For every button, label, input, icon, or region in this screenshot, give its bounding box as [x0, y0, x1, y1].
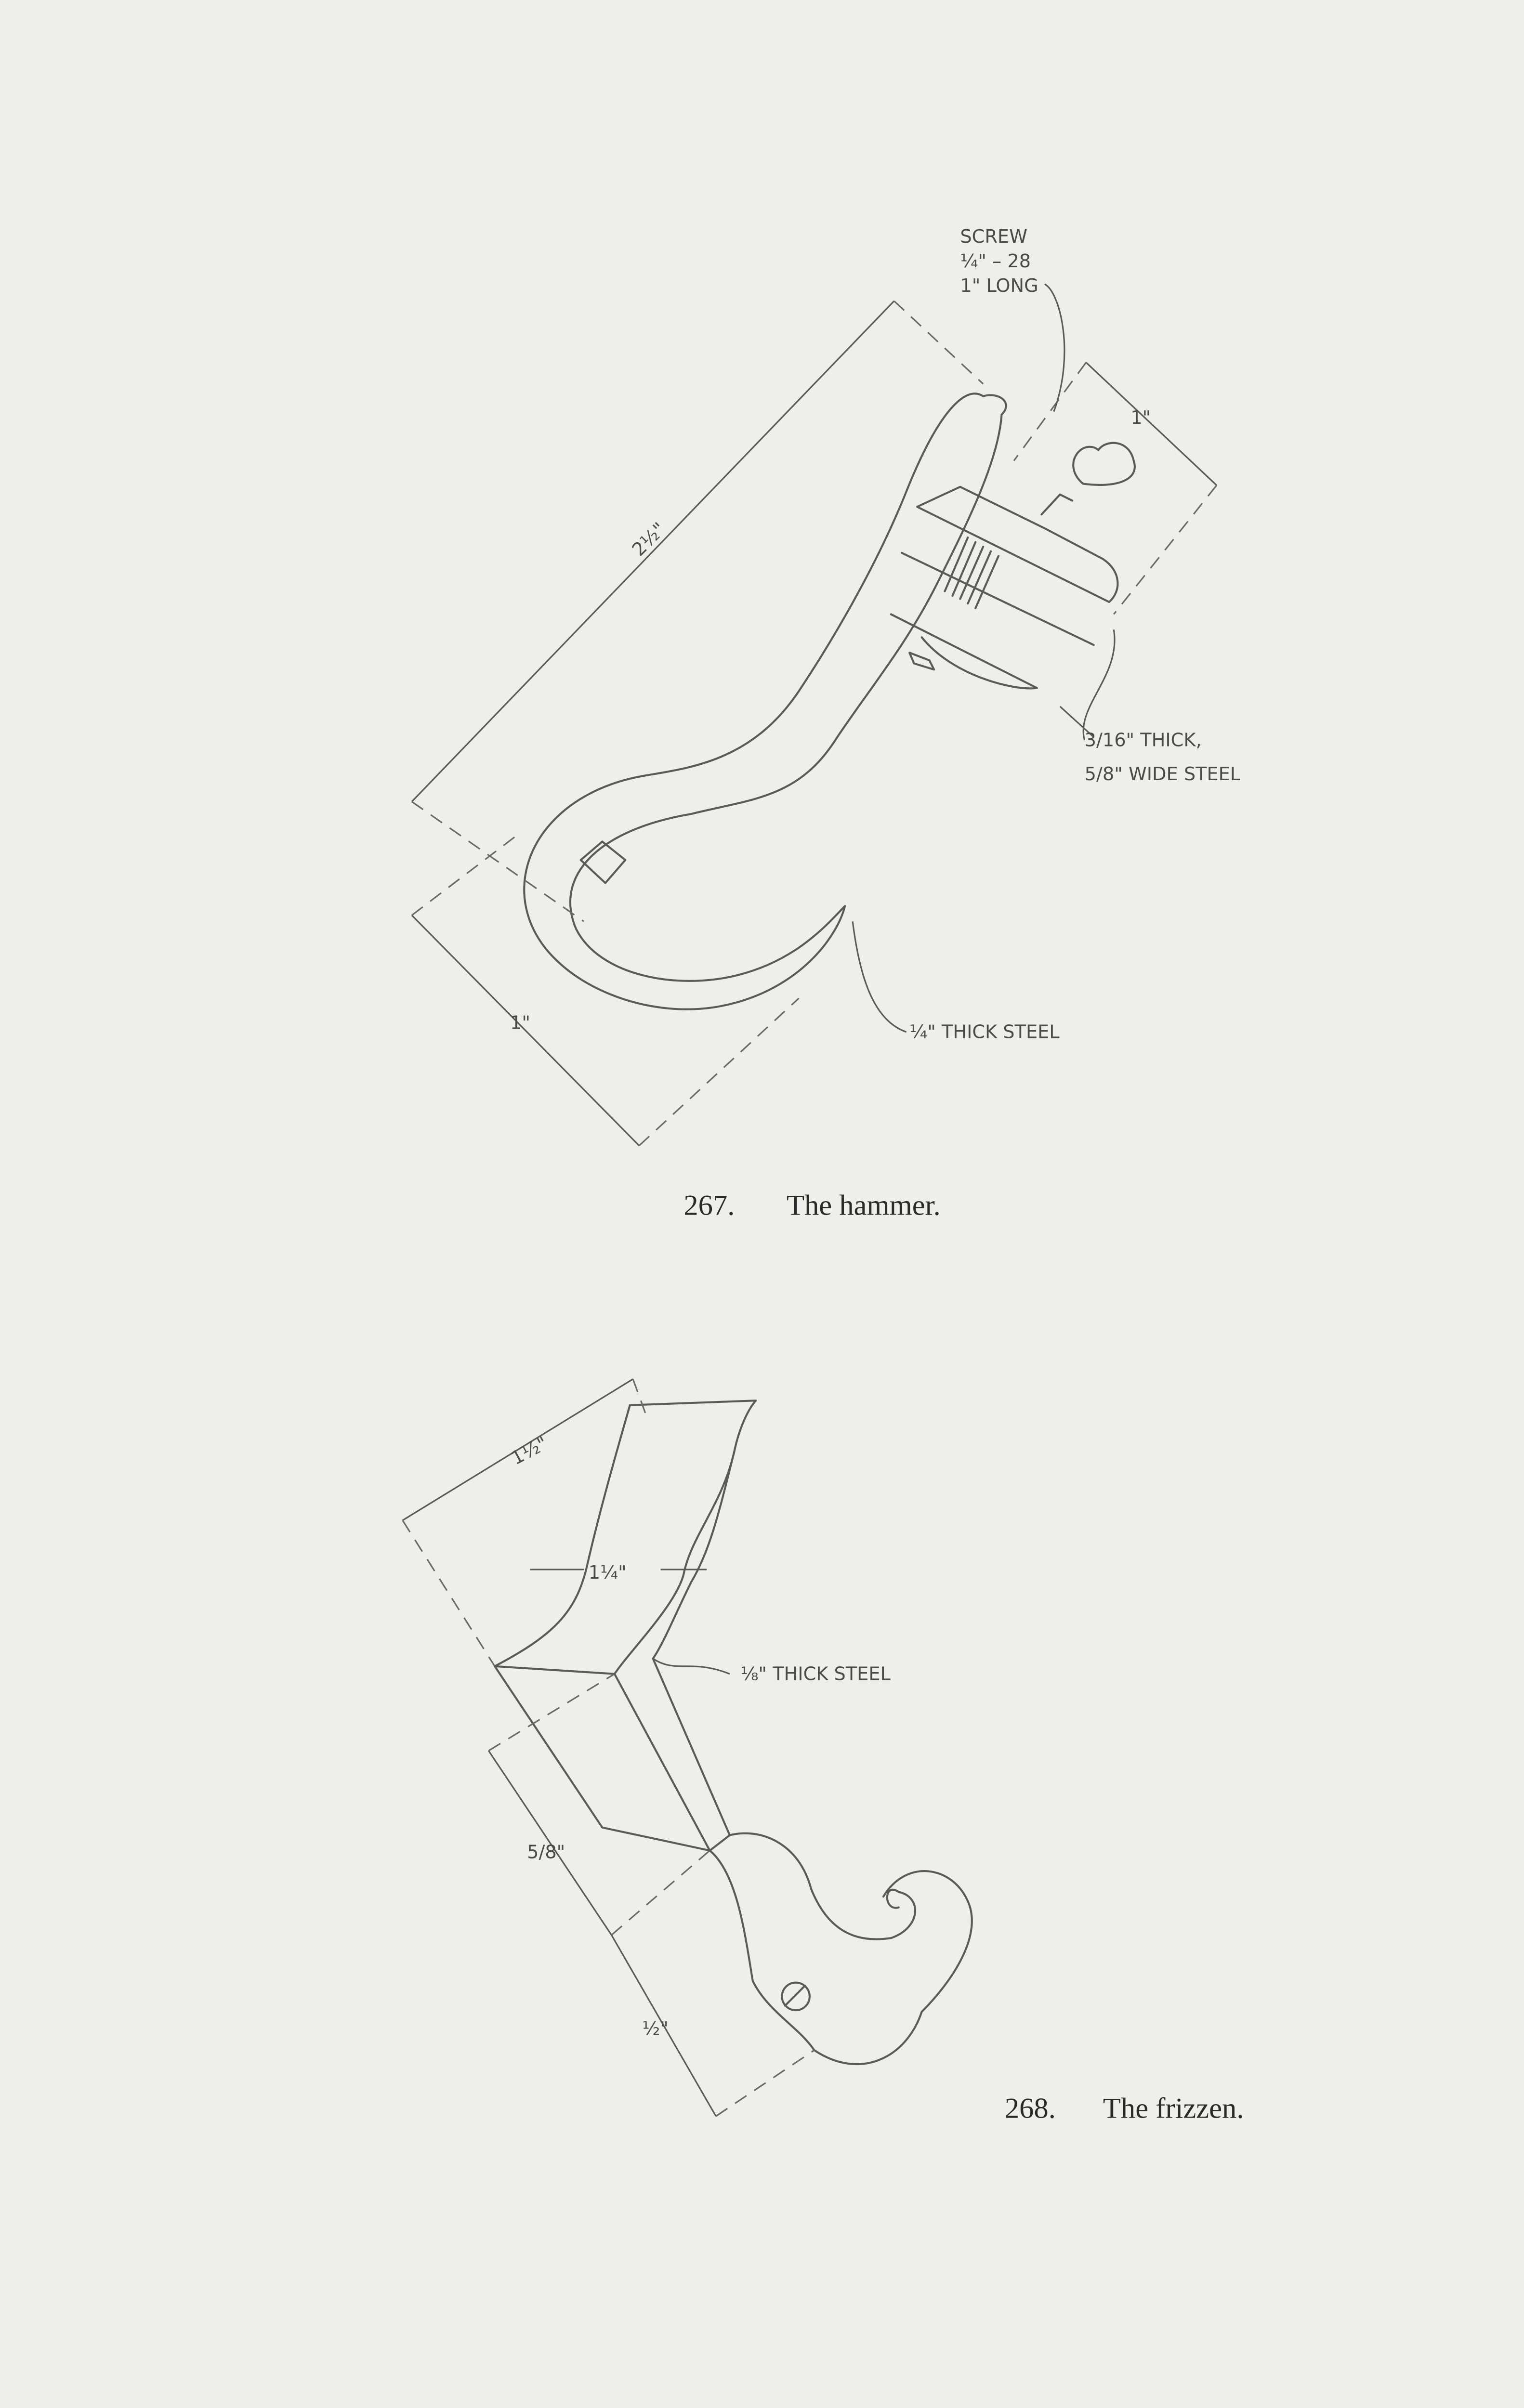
figure-number: 267. — [683, 1189, 735, 1221]
square-hole — [579, 840, 627, 884]
screw-label: SCREW — [960, 226, 1027, 248]
frizzen-dimensions — [402, 1378, 815, 2117]
screw-length-label: 1" LONG — [960, 275, 1038, 297]
figure-267-caption: 267. The hammer. — [683, 1189, 940, 1221]
hammer-drawing — [523, 393, 1136, 1010]
screw-tip — [908, 652, 935, 671]
jaw-thickness-label: 3/16" THICK, — [1085, 730, 1202, 751]
pivot-screw — [781, 1981, 811, 2012]
frizzen-lower-dimension-2: ½" — [642, 2018, 669, 2040]
hammer-body — [523, 393, 1003, 1010]
frizzen-material-label: ⅛" THICK STEEL — [740, 1663, 891, 1685]
frizzen-width-dimension: 1¼" — [589, 1562, 627, 1584]
frizzen-height-dimension: 1½" — [508, 1432, 552, 1469]
figure-number: 268. — [1005, 2092, 1056, 2124]
hammer-material-label: ¼" THICK STEEL — [909, 1021, 1060, 1043]
hammer-lower-dimension: 1" — [510, 1012, 530, 1034]
jaw-width-label: 5/8" WIDE STEEL — [1085, 763, 1241, 785]
thumb-screw-head — [1040, 442, 1136, 516]
hammer-jaw — [890, 485, 1119, 690]
hammer-jaw-dimension: 1" — [1130, 407, 1151, 429]
screw-thread — [944, 536, 1000, 609]
frizzen-drawing — [494, 1400, 973, 2066]
figure-caption: The frizzen. — [1103, 2092, 1244, 2124]
hammer-length-dimension: 2½" — [628, 518, 670, 561]
frizzen-spring-arm — [709, 1832, 973, 2066]
frizzen-lower-dimension-1: 5/8" — [527, 1841, 565, 1863]
frizzen-face — [494, 1400, 757, 1675]
hammer-dimensions — [411, 283, 1218, 1146]
figure-caption: The hammer. — [787, 1189, 941, 1221]
screw-spec-label: ¼" – 28 — [960, 250, 1031, 272]
figure-268-caption: 268. The frizzen. — [1005, 2092, 1244, 2124]
